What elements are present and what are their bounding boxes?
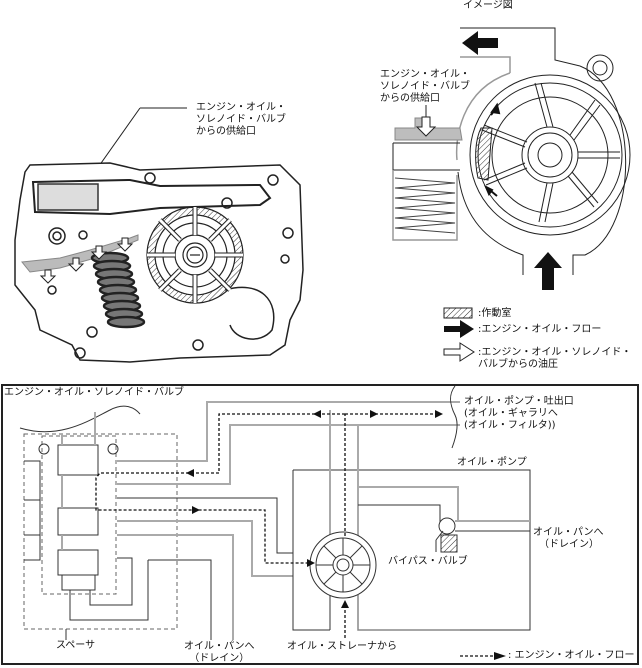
hatched-box-icon: [443, 307, 473, 319]
discharge-port-label: オイル・ポンプ・吐出口 (オイル・ギャラリへ (オイル・フィルタ)): [464, 396, 574, 432]
strainer-label: オイル・ストレーナから: [287, 641, 397, 652]
oil-pump-schematic: [292, 385, 531, 631]
label-line: からの供給口: [380, 93, 440, 104]
circuit-diagram-frame: [1, 384, 639, 665]
top-left-supply-port-label: エンジン・オイル・ ソレノイド・バルブ からの供給口: [196, 102, 286, 138]
rotation-arrow-icon: [484, 184, 498, 197]
label-line: オイル・パンへ: [533, 527, 604, 538]
label-line: バルブからの油圧: [478, 359, 558, 370]
label-line: （ドレイン）: [189, 653, 250, 664]
label-line: エンジン・オイル・: [380, 69, 470, 80]
label-line: :エンジン・オイル・ソレノイド・: [478, 347, 632, 358]
image-diagram-title: イメージ図: [463, 0, 513, 11]
label-line: エンジン・オイル・: [196, 102, 286, 113]
rotation-arrow-icon: [490, 102, 501, 116]
drain-bottom-label: オイル・パンへ （ドレイン）: [184, 641, 255, 665]
legend-solenoid-pressure: :エンジン・オイル・ソレノイド・ バルブからの油圧: [478, 347, 631, 371]
pump-rotor: [146, 206, 244, 304]
solenoid-valve-label: エンジン・オイル・ソレノイド・バルブ: [4, 387, 184, 398]
image-diagram: [392, 27, 631, 275]
solenoid-valve-schematic: [19, 401, 460, 640]
oil-flow-dashed-lines: [95, 413, 494, 657]
supply-arrow-icon: [415, 116, 437, 137]
label-line: からの供給口: [196, 126, 256, 137]
drain-right-label: オイル・パンへ （ドレイン）: [533, 527, 604, 551]
inlet-flow-arrow-icon: [534, 252, 562, 290]
label-line: (オイル・ギャラリへ: [464, 408, 558, 419]
pressure-arrows: [39, 237, 134, 284]
bypass-valve-label: バイパス・バルブ: [388, 556, 468, 567]
label-line: (オイル・フィルタ)): [464, 420, 556, 431]
label-line: ソレノイド・バルブ: [380, 81, 470, 92]
label-line: オイル・ポンプ・吐出口: [464, 396, 574, 407]
label-line: ソレノイド・バルブ: [196, 114, 286, 125]
flow-arrowheads: [186, 410, 506, 660]
spacer-label: スペーサ: [56, 640, 96, 651]
outline-arrow-icon: [443, 342, 475, 362]
legend-engine-oil-flow: :エンジン・オイル・フロー: [478, 324, 602, 335]
top-right-supply-port-label: エンジン・オイル・ ソレノイド・バルブ からの供給口: [380, 69, 470, 105]
label-line: オイル・パンへ: [184, 641, 255, 652]
legend-working-chamber: :作動室: [478, 308, 512, 319]
label-line: （ドレイン）: [539, 539, 599, 550]
spring: [90, 251, 146, 329]
oil-pump-label: オイル・ポンプ: [457, 457, 527, 468]
flow-legend-label: : エンジン・オイル・フロー: [508, 650, 635, 661]
outlet-flow-arrow-icon: [462, 31, 498, 55]
solid-arrow-icon: [444, 320, 474, 338]
